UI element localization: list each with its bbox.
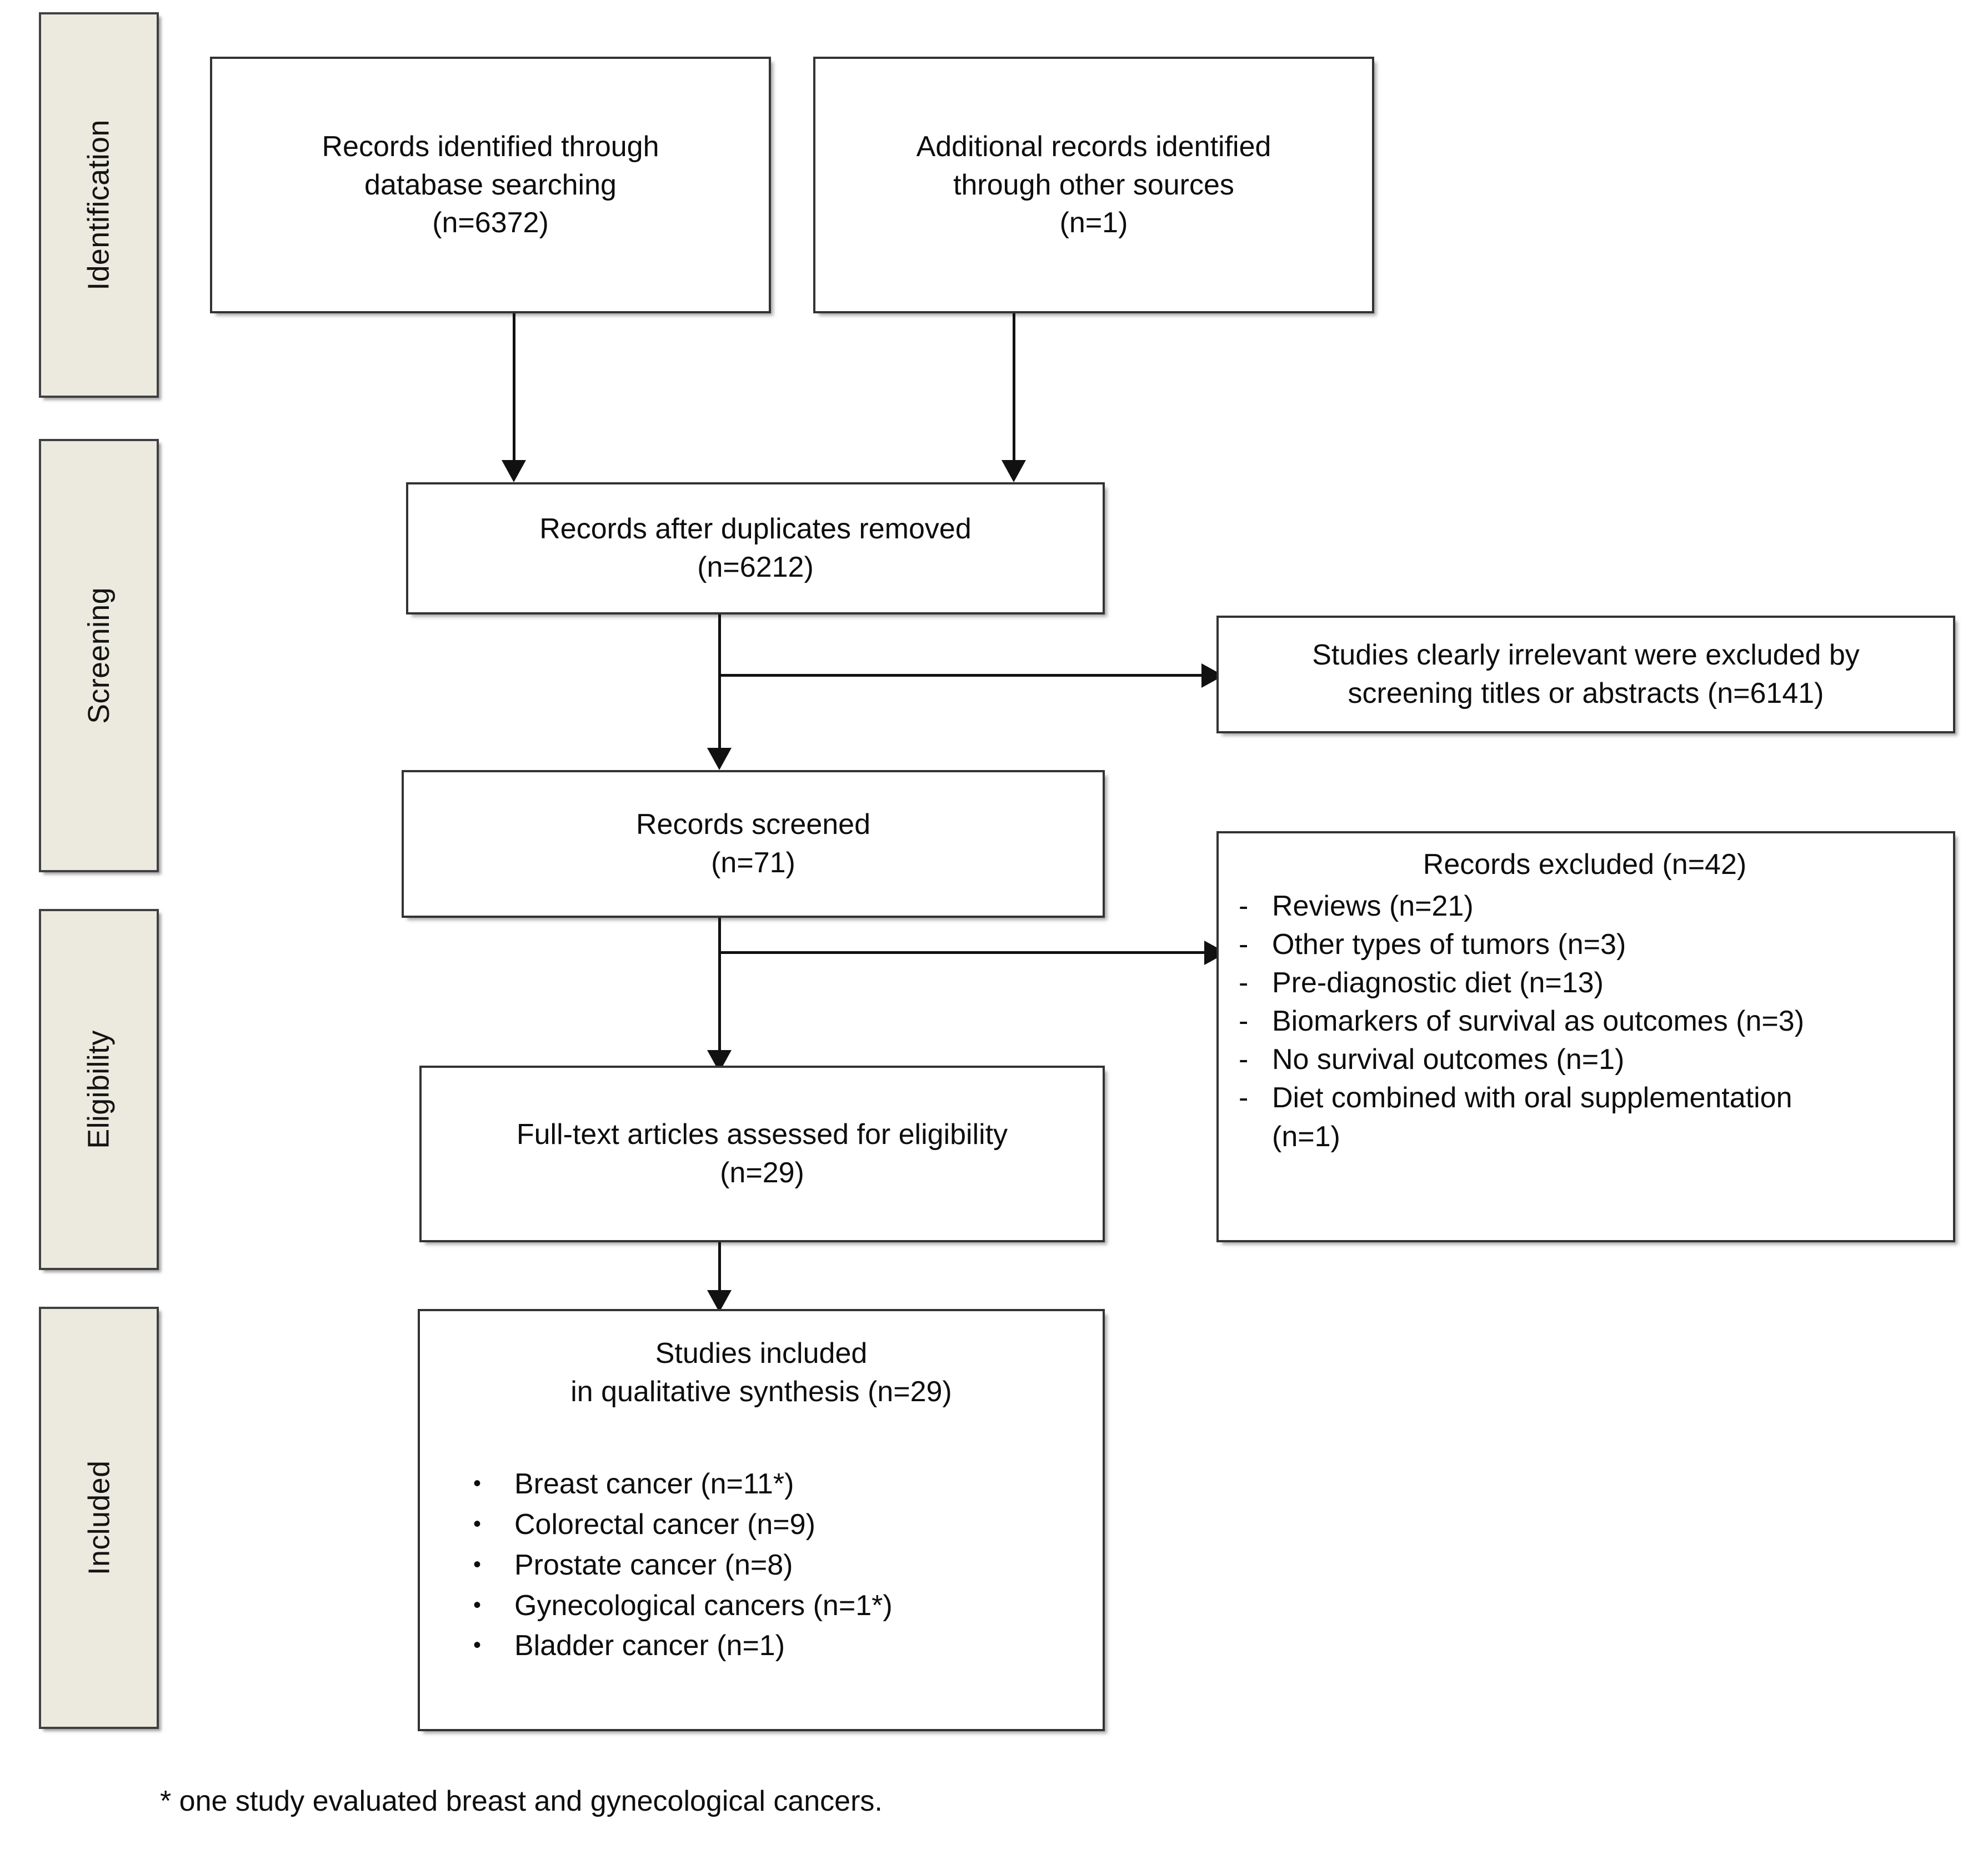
list-item-label: Breast cancer (n=11*) — [514, 1468, 794, 1501]
list-item-label: Pre-diagnostic diet (n=13) — [1272, 966, 1604, 999]
box-studies-included-line1: Studies included — [655, 1337, 868, 1370]
arrow-duplicates-to-screened — [707, 748, 732, 770]
list-item: - Pre-diagnostic diet (n=13) — [1231, 964, 1939, 1002]
list-item: - No survival outcomes (n=1) — [1231, 1041, 1939, 1079]
connector-screened-to-excluded — [718, 951, 1210, 954]
box-studies-included-title-block: Studies included in qualitative synthesi… — [570, 1335, 952, 1411]
list-item: - Other types of tumors (n=3) — [1231, 926, 1939, 964]
dash-marker-icon: - — [1239, 889, 1249, 922]
connector-screened-spine — [718, 918, 721, 1052]
connector-duplicates-to-irrelevant — [718, 674, 1207, 677]
dash-marker-icon: - — [1239, 928, 1249, 961]
box-fulltext-articles-assessed-line1: Full-text articles assessed for eligibil… — [516, 1118, 1008, 1151]
box-records-after-duplicates-removed: Records after duplicates removed (n=6212… — [406, 482, 1105, 614]
bullet-marker-icon: • — [473, 1633, 482, 1658]
arrow-database-to-duplicates — [502, 460, 526, 482]
list-item-label: (n=1) — [1272, 1120, 1340, 1153]
box-studies-clearly-irrelevant-excluded-line2: screening titles or abstracts (n=6141) — [1348, 677, 1824, 709]
box-additional-records-other-sources-line1: Additional records identified — [916, 131, 1271, 163]
box-fulltext-articles-assessed-line2: (n=29) — [720, 1157, 804, 1189]
box-studies-included-line2: in qualitative synthesis (n=29) — [570, 1375, 952, 1408]
box-records-identified-database-line3: (n=6372) — [432, 207, 549, 239]
connector-database-to-duplicates — [513, 313, 515, 462]
list-item: • Colorectal cancer (n=9) — [473, 1505, 893, 1545]
stage-label-eligibility: Eligibility — [39, 909, 159, 1270]
box-additional-records-other-sources-line2: through other sources — [953, 168, 1234, 201]
bullet-marker-icon: • — [473, 1512, 482, 1537]
stage-label-screening: Screening — [39, 439, 159, 872]
box-studies-clearly-irrelevant-excluded: Studies clearly irrelevant were excluded… — [1216, 616, 1955, 733]
box-records-after-duplicates-removed-line1: Records after duplicates removed — [539, 513, 972, 546]
list-item-continuation: (n=1) — [1231, 1118, 1939, 1156]
stage-label-identification: Identification — [39, 12, 159, 398]
list-item-label: Gynecological cancers (n=1*) — [514, 1589, 893, 1622]
bullet-marker-icon: • — [473, 1552, 482, 1577]
box-fulltext-articles-assessed: Full-text articles assessed for eligibil… — [419, 1066, 1105, 1242]
dash-marker-icon: - — [1239, 1082, 1249, 1115]
dash-marker-icon: - — [1239, 1043, 1249, 1076]
box-studies-included: Studies included in qualitative synthesi… — [418, 1309, 1105, 1731]
bullet-marker-icon: • — [473, 1592, 482, 1617]
list-item: - Reviews (n=21) — [1231, 887, 1939, 926]
stage-label-included: Included — [39, 1307, 159, 1729]
list-item: - Diet combined with oral supplementatio… — [1231, 1079, 1939, 1117]
list-item-label: Biomarkers of survival as outcomes (n=3) — [1272, 1005, 1805, 1038]
stage-label-screening-text: Screening — [82, 587, 116, 724]
list-item: • Breast cancer (n=11*) — [473, 1464, 893, 1505]
list-item-label: Reviews (n=21) — [1272, 889, 1474, 922]
box-studies-clearly-irrelevant-excluded-line1: Studies clearly irrelevant were excluded… — [1312, 639, 1860, 672]
box-records-identified-database-line1: Records identified through — [322, 131, 659, 163]
bullet-marker-icon: • — [473, 1471, 482, 1496]
arrow-other-to-duplicates — [1001, 460, 1026, 482]
box-additional-records-other-sources-line3: (n=1) — [1059, 207, 1128, 239]
list-item-label: Prostate cancer (n=8) — [514, 1548, 793, 1581]
stage-label-eligibility-text: Eligibility — [82, 1030, 116, 1149]
connector-duplicates-spine — [718, 614, 721, 750]
list-item: • Gynecological cancers (n=1*) — [473, 1586, 893, 1626]
connector-fulltext-to-included — [718, 1242, 721, 1292]
box-additional-records-other-sources: Additional records identified through ot… — [813, 57, 1374, 313]
box-records-after-duplicates-removed-line2: (n=6212) — [697, 551, 814, 583]
studies-included-list: • Breast cancer (n=11*) • Colorectal can… — [473, 1464, 893, 1666]
box-records-identified-database-line2: database searching — [364, 168, 617, 201]
box-records-excluded-heading: Records excluded (n=42) — [1423, 848, 1747, 881]
records-excluded-list: - Reviews (n=21) - Other types of tumors… — [1231, 887, 1939, 1156]
stage-label-included-text: Included — [82, 1460, 116, 1576]
list-item-label: Diet combined with oral supplementation — [1272, 1082, 1792, 1115]
connector-other-to-duplicates — [1013, 313, 1015, 462]
arrow-fulltext-to-included — [707, 1290, 732, 1312]
box-records-excluded: Records excluded (n=42) - Reviews (n=21)… — [1216, 831, 1955, 1242]
stage-label-identification-text: Identification — [82, 119, 116, 291]
box-records-identified-database: Records identified through database sear… — [210, 57, 771, 313]
box-records-screened-line2: (n=71) — [711, 847, 795, 879]
dash-marker-icon: - — [1239, 966, 1249, 999]
box-records-screened-line1: Records screened — [636, 808, 870, 841]
list-item-label: Other types of tumors (n=3) — [1272, 928, 1626, 961]
list-item: - Biomarkers of survival as outcomes (n=… — [1231, 1002, 1939, 1041]
footnote-asterisk-note: * one study evaluated breast and gynecol… — [160, 1785, 883, 1817]
list-item-label: Bladder cancer (n=1) — [514, 1630, 785, 1662]
list-item: • Bladder cancer (n=1) — [473, 1626, 893, 1666]
list-item-label: No survival outcomes (n=1) — [1272, 1043, 1625, 1076]
box-records-screened: Records screened (n=71) — [402, 770, 1105, 918]
list-item: • Prostate cancer (n=8) — [473, 1545, 893, 1586]
list-item-label: Colorectal cancer (n=9) — [514, 1508, 815, 1541]
dash-marker-icon: - — [1239, 1005, 1249, 1038]
